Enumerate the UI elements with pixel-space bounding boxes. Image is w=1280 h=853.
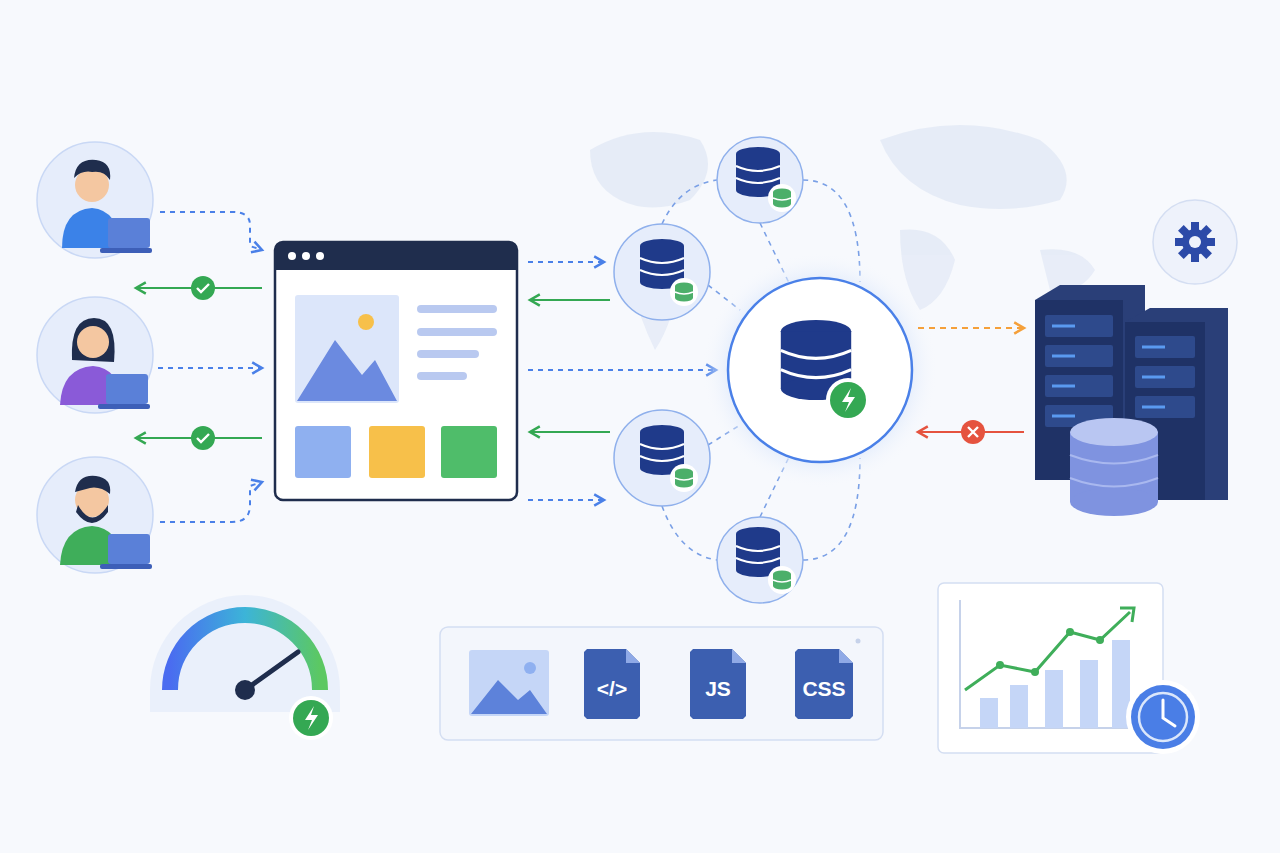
file-icon: CSS: [795, 649, 853, 719]
file-type-label: JS: [705, 667, 731, 700]
file-type-label: </>: [597, 667, 627, 700]
file-icon: JS: [690, 649, 746, 719]
file-type-label: CSS: [802, 667, 845, 700]
file-icon: </>: [584, 649, 640, 719]
